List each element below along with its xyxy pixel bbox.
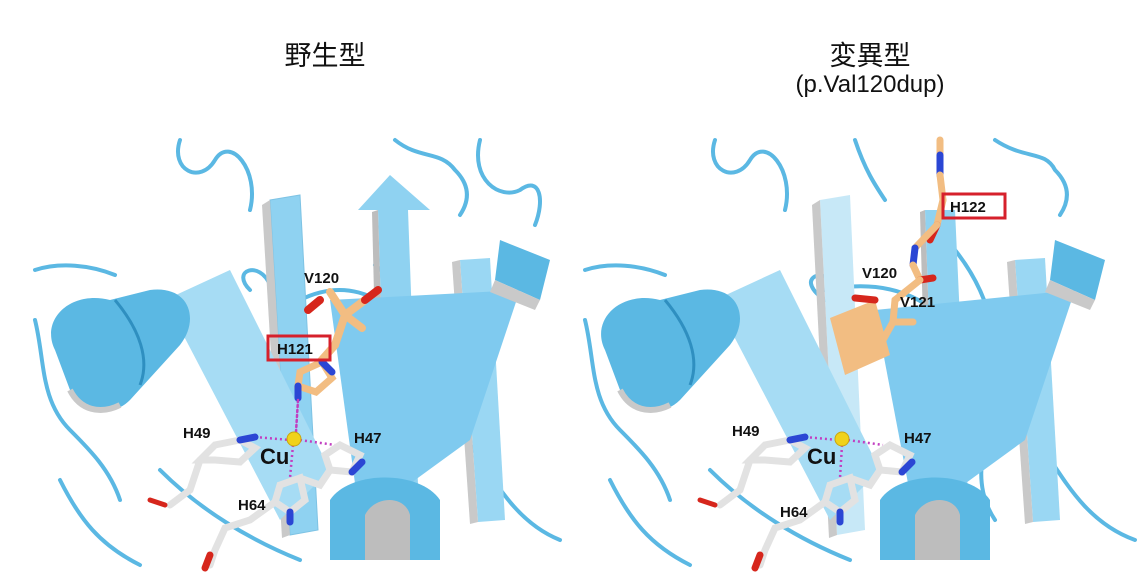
wt-copper-site xyxy=(254,431,336,479)
wt-label-h121: H121 xyxy=(277,341,313,358)
mut-label-v120: V120 xyxy=(862,265,897,282)
mut-label-h47: H47 xyxy=(904,430,932,447)
mut-label-h64: H64 xyxy=(780,504,808,521)
mut-h122-highlight-box xyxy=(941,192,1007,220)
wt-alpha-helix xyxy=(51,289,190,413)
wt-histidine-sticks xyxy=(147,433,366,572)
wild-type-title: 野生型 xyxy=(284,41,366,72)
mut-beta-sheet xyxy=(715,195,1105,540)
wt-h121-highlight-box xyxy=(266,334,332,362)
mut-histidine-sticks xyxy=(697,433,916,572)
wt-label-h47: H47 xyxy=(354,430,382,447)
mutant-panel: 変異型 (p.Val120dup) xyxy=(575,0,1145,577)
mutant-title: 変異型 xyxy=(829,41,911,72)
wt-label-h64: H64 xyxy=(238,497,266,514)
mut-copper-site xyxy=(804,431,884,479)
mut-label-cu: Cu xyxy=(807,444,836,469)
wt-beta-sheet xyxy=(165,175,550,540)
wt-lower-helix xyxy=(330,477,440,560)
wt-label-cu: Cu xyxy=(260,444,289,469)
wild-type-structure: V120 H121 H49 H47 Cu H64 xyxy=(33,138,562,572)
wt-label-v120: V120 xyxy=(304,270,339,287)
mut-lower-helix xyxy=(880,477,990,560)
mut-label-h49: H49 xyxy=(732,423,760,440)
mutant-structure: H122 V120 V121 H49 H47 Cu H64 xyxy=(583,136,1137,572)
wild-type-panel: 野生型 xyxy=(0,0,570,577)
mut-inserted-sidechains xyxy=(851,136,947,344)
mutant-subtitle: (p.Val120dup) xyxy=(795,71,945,98)
wt-v120-sidechain xyxy=(304,286,382,349)
mut-label-h122: H122 xyxy=(950,199,986,216)
mut-alpha-helix xyxy=(601,289,740,413)
wt-label-h49: H49 xyxy=(183,425,211,442)
mut-label-v121: V121 xyxy=(900,294,935,311)
